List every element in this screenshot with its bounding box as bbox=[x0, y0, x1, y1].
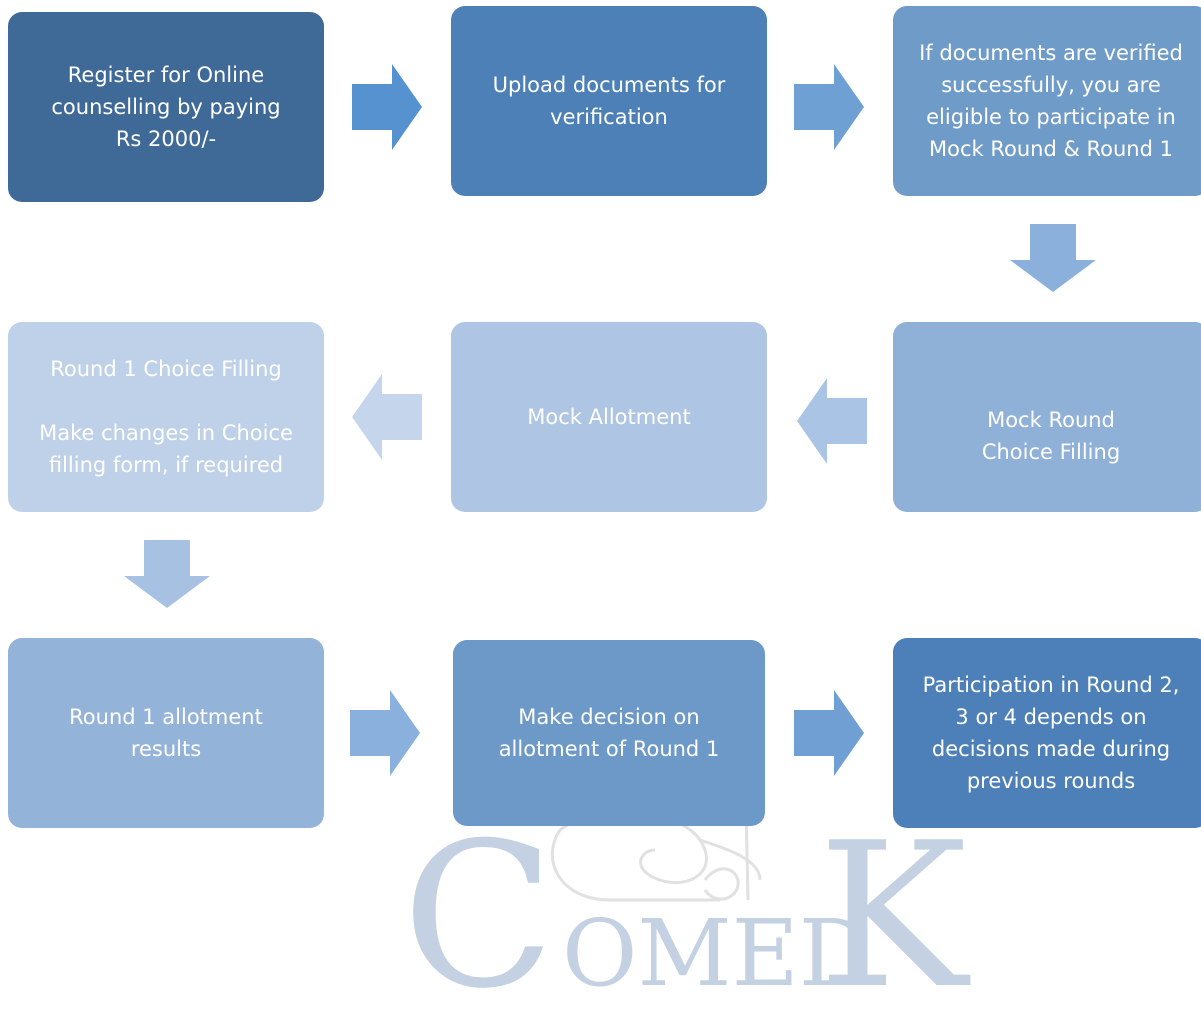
step-round1-results-text: Round 1 allotment results bbox=[69, 705, 263, 761]
step-verified-text: If documents are verified successfully, … bbox=[919, 41, 1183, 161]
step-register-text: Register for Online counselling by payin… bbox=[51, 63, 281, 151]
arrow-1-right-icon bbox=[352, 64, 422, 150]
step-mock-allotment-text: Mock Allotment bbox=[527, 405, 691, 429]
arrow-5-left-icon bbox=[352, 374, 422, 460]
step-round1-choice-text: Round 1 Choice Filling Make changes in C… bbox=[39, 357, 293, 477]
arrow-6-down-icon bbox=[124, 540, 210, 608]
step-upload: Upload documents for verification bbox=[451, 6, 767, 196]
step-round1-choice: Round 1 Choice Filling Make changes in C… bbox=[8, 322, 324, 512]
step-mock-allotment: Mock Allotment bbox=[451, 322, 767, 512]
step-decision: Make decision on allotment of Round 1 bbox=[453, 640, 765, 826]
step-upload-text: Upload documents for verification bbox=[492, 73, 726, 129]
step-decision-text: Make decision on allotment of Round 1 bbox=[498, 705, 720, 761]
arrow-7-right-icon bbox=[350, 690, 420, 776]
watermark-big-k: K bbox=[818, 800, 971, 1010]
step-verified: If documents are verified successfully, … bbox=[893, 6, 1201, 196]
step-mock-choice-text: Mock Round Choice Filling bbox=[981, 408, 1121, 464]
arrow-2-right-icon bbox=[794, 64, 864, 150]
step-mock-choice: Mock Round Choice Filling bbox=[893, 322, 1201, 512]
step-participation: Participation in Round 2, 3 or 4 depends… bbox=[893, 638, 1201, 828]
step-round1-results: Round 1 allotment results bbox=[8, 638, 324, 828]
step-register: Register for Online counselling by payin… bbox=[8, 12, 324, 202]
arrow-8-right-icon bbox=[794, 690, 864, 776]
watermark-big-c: C bbox=[402, 800, 555, 1010]
step-participation-text: Participation in Round 2, 3 or 4 depends… bbox=[922, 673, 1180, 793]
arrow-3-down-icon bbox=[1010, 224, 1096, 292]
arrow-4-left-icon bbox=[797, 378, 867, 464]
watermark-omed: OMED bbox=[562, 900, 873, 1007]
